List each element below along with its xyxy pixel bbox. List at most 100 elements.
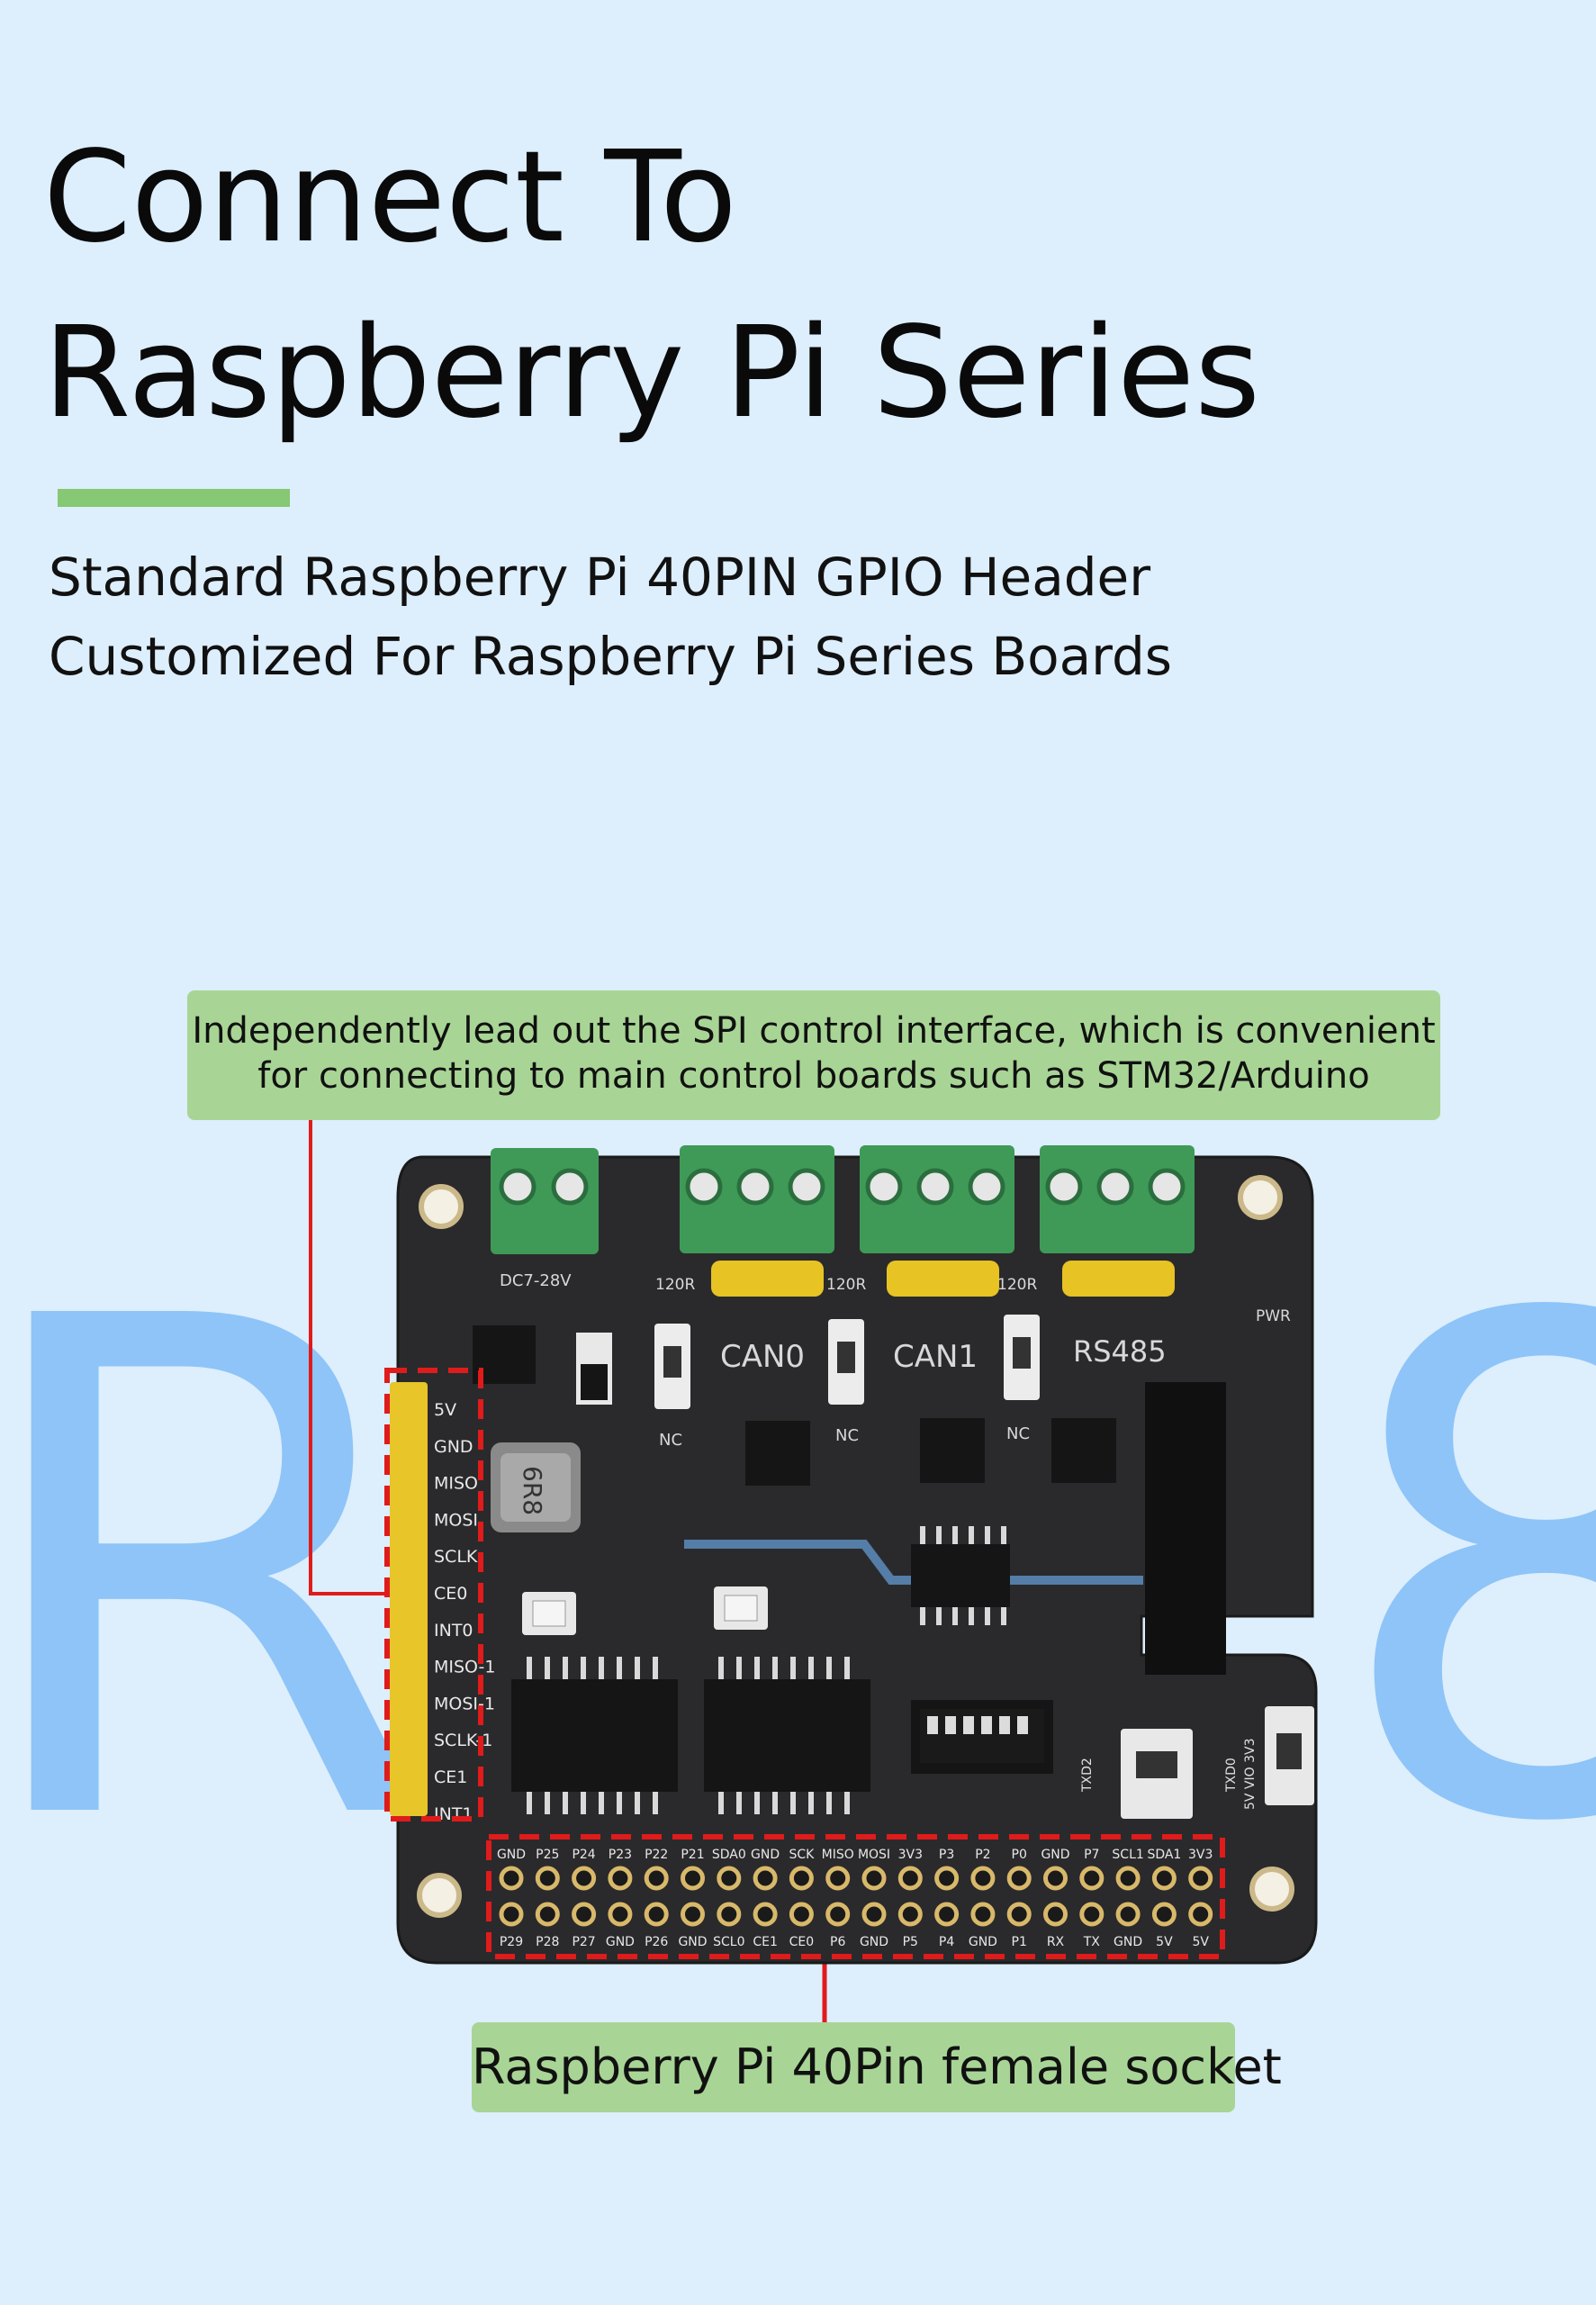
resistor-label-rs485: 120R xyxy=(997,1276,1037,1294)
gpio-hole xyxy=(753,1902,778,1927)
gpio-top-pin-label: P3 xyxy=(939,1848,954,1862)
gpio-hole xyxy=(897,1902,923,1927)
spi-callout-line1: Independently lead out the SPI control i… xyxy=(192,1010,1436,1052)
gpio-top-pin-label: SCK xyxy=(789,1848,815,1862)
spi-pin-label: MISO-1 xyxy=(434,1658,496,1677)
gpio-top-pin-label: SCL1 xyxy=(1112,1848,1143,1862)
gpio-hole xyxy=(717,1902,742,1927)
gpio-hole xyxy=(789,1902,814,1927)
gpio-bottom-pin-label: P6 xyxy=(830,1935,845,1949)
spi-pin-label: MISO xyxy=(434,1474,478,1494)
gpio-hole xyxy=(970,1866,996,1891)
gpio-hole xyxy=(608,1902,633,1927)
gpio-hole xyxy=(934,1866,960,1891)
gpio-bottom-pin-label: SCL0 xyxy=(713,1935,744,1949)
gpio-bottom-pin-label: P28 xyxy=(536,1935,559,1949)
gpio-hole xyxy=(1043,1866,1068,1891)
accent-bar xyxy=(58,489,290,507)
terminal-label-can0: CAN0 xyxy=(720,1339,805,1375)
gpio-bottom-pin-label: P5 xyxy=(903,1935,918,1949)
gpio-hole xyxy=(1188,1866,1213,1891)
gpio-top-pin-label: P22 xyxy=(645,1848,668,1862)
gpio-hole xyxy=(717,1866,742,1891)
gpio-hole xyxy=(499,1866,524,1891)
terminal-blocks xyxy=(491,1145,1195,1254)
gpio-top-pin-label: P21 xyxy=(681,1848,704,1862)
gpio-hole xyxy=(1079,1866,1105,1891)
power-label: DC7-28V xyxy=(500,1271,572,1290)
gpio-top-pin-label: P24 xyxy=(572,1848,595,1862)
gpio-bottom-pin-label: 5V xyxy=(1192,1935,1209,1949)
gpio-bottom-pin-label: P29 xyxy=(500,1935,523,1949)
gpio-top-pin-label: P2 xyxy=(975,1848,990,1862)
gpio-top-pin-label: P23 xyxy=(609,1848,632,1862)
gpio-bottom-pin-label: GND xyxy=(860,1935,888,1949)
nc-label-1: NC xyxy=(659,1431,682,1450)
gpio-hole xyxy=(499,1902,524,1927)
gpio-hole xyxy=(825,1866,851,1891)
inductor-label: 6R8 xyxy=(518,1466,547,1515)
gpio-top-pin-label: 3V3 xyxy=(898,1848,923,1862)
gpio-hole xyxy=(1006,1902,1032,1927)
gpio-hole xyxy=(825,1902,851,1927)
gpio-top-pin-label: SDA0 xyxy=(712,1848,746,1862)
page-title-line1: Connect To xyxy=(43,124,737,271)
spi-pin-label: SCLK-1 xyxy=(434,1731,492,1750)
gpio-hole xyxy=(1115,1902,1141,1927)
gpio-top-pin-label: GND xyxy=(751,1848,780,1862)
gpio-top-pin-label: P7 xyxy=(1084,1848,1099,1862)
gpio-callout: Raspberry Pi 40Pin female socket xyxy=(472,2022,1282,2112)
spi-pin-labels: 5VGNDMISOMOSISCLKCE0INT0MISO-1MOSI-1SCLK… xyxy=(434,1400,496,1824)
gpio-hole xyxy=(608,1866,633,1891)
gpio-holes xyxy=(499,1866,1213,1927)
gpio-top-pin-label: GND xyxy=(497,1848,526,1862)
gpio-hole xyxy=(753,1866,778,1891)
resistor-label-can1: 120R xyxy=(826,1276,866,1294)
gpio-bottom-pin-label: CE0 xyxy=(789,1935,815,1949)
callout-connector-spi xyxy=(309,1120,389,1595)
gpio-hole xyxy=(897,1866,923,1891)
spi-pin-label: CE0 xyxy=(434,1584,467,1604)
spi-callout-line2: for connecting to main control boards su… xyxy=(257,1055,1370,1097)
gpio-top-pin-label: 3V3 xyxy=(1188,1848,1213,1862)
gpio-bottom-pin-label: GND xyxy=(606,1935,635,1949)
spi-header xyxy=(390,1382,428,1816)
spi-callout: Independently lead out the SPI control i… xyxy=(187,990,1440,1120)
gpio-bottom-pin-label: P27 xyxy=(572,1935,595,1949)
spi-dashed-box xyxy=(384,1368,483,1821)
slide-switches xyxy=(654,1315,1314,1819)
watermark-letter-r: R xyxy=(0,1176,439,1972)
dip-switch xyxy=(920,1709,1044,1763)
spi-pin-label: CE1 xyxy=(434,1767,467,1787)
inductor: 6R8 xyxy=(491,1442,581,1532)
gpio-bottom-pin-label: P26 xyxy=(645,1935,668,1949)
page-title-line2: Raspberry Pi Series xyxy=(43,300,1261,447)
gpio-hole xyxy=(681,1866,705,1891)
gpio-hole xyxy=(644,1902,669,1927)
spi-pin-label: SCLK xyxy=(434,1547,478,1567)
gpio-top-pin-label: P25 xyxy=(536,1848,559,1862)
gpio-bottom-pin-label: CE1 xyxy=(753,1935,778,1949)
switch-label-right: TXD0 xyxy=(1224,1758,1239,1793)
gpio-top-pin-label: MISO xyxy=(822,1848,854,1862)
spi-pin-label: MOSI-1 xyxy=(434,1694,495,1713)
gpio-top-pin-label: SDA1 xyxy=(1147,1848,1181,1862)
gpio-top-pin-label: P0 xyxy=(1012,1848,1027,1862)
terminal-label-rs485: RS485 xyxy=(1073,1334,1167,1369)
gpio-bottom-pin-label: RX xyxy=(1047,1935,1065,1949)
gpio-hole xyxy=(1006,1866,1032,1891)
spi-pin-label: GND xyxy=(434,1437,473,1457)
spi-pin-label: INT0 xyxy=(434,1621,473,1641)
gpio-hole xyxy=(789,1866,814,1891)
subtitle-line2: Customized For Raspberry Pi Series Board… xyxy=(49,626,1173,687)
gpio-hole xyxy=(535,1866,560,1891)
gpio-hole xyxy=(934,1902,960,1927)
subtitle-line1: Standard Raspberry Pi 40PIN GPIO Header xyxy=(49,547,1151,608)
voltage-label: 5V VIO 3V3 xyxy=(1243,1738,1258,1810)
terminal-label-can1: CAN1 xyxy=(893,1339,978,1375)
pwr-label: PWR xyxy=(1256,1307,1291,1325)
spi-pin-label: MOSI xyxy=(434,1510,478,1530)
